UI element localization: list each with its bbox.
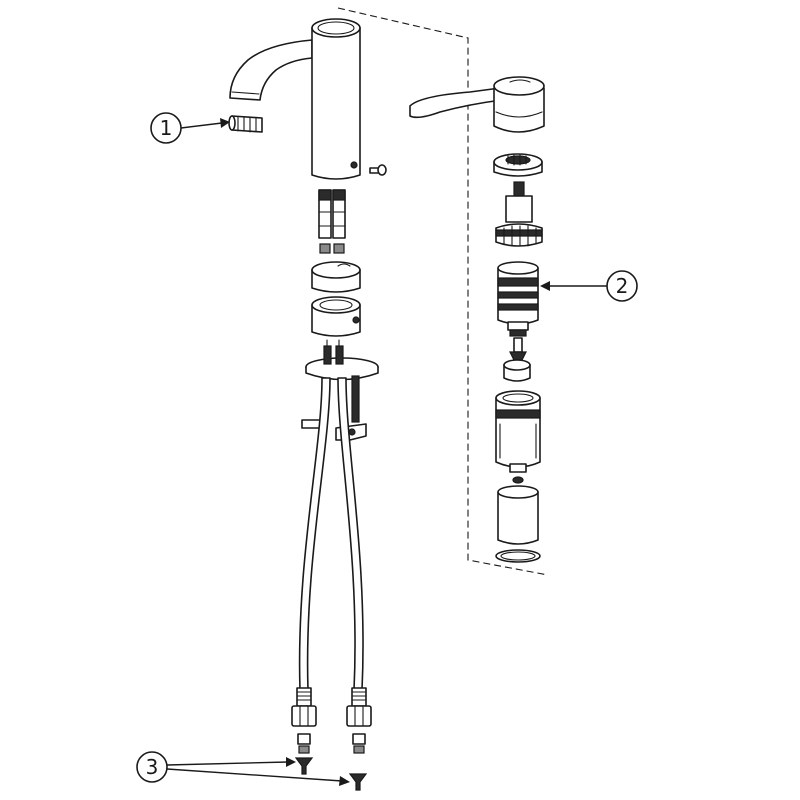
body-set-screw-hole xyxy=(350,161,358,169)
aerator xyxy=(228,115,263,133)
spout xyxy=(229,39,313,101)
sleeve-ring xyxy=(311,296,361,337)
faucet-body-assembly xyxy=(229,18,387,180)
callout-1-label: 1 xyxy=(160,116,173,140)
valve-housing xyxy=(495,390,541,484)
callout-3-label: 3 xyxy=(146,755,159,779)
callout-2: 2 xyxy=(540,270,638,302)
hose-fitting-left xyxy=(291,687,317,727)
set-screw xyxy=(369,164,387,176)
cap-disc xyxy=(311,261,361,293)
callout-1: 1 xyxy=(150,112,230,144)
assembly-guide-dashed-line xyxy=(337,7,549,576)
sleeve-cylinder xyxy=(497,485,539,545)
thermostatic-cartridge xyxy=(497,261,539,337)
hose-fitting-right xyxy=(346,687,372,727)
clamp-bracket xyxy=(301,419,367,441)
cover-nut xyxy=(493,153,543,177)
small-cap xyxy=(503,359,531,382)
cartridge-spindle xyxy=(495,181,543,247)
callout-2-label: 2 xyxy=(616,274,629,298)
o-ring xyxy=(495,549,541,563)
small-nuts xyxy=(319,243,345,254)
main-body-cylinder xyxy=(311,27,361,180)
connector-pair xyxy=(318,189,346,239)
callout-3: 3 xyxy=(136,751,350,786)
filter-valves xyxy=(294,757,368,791)
washer-inserts xyxy=(297,733,366,754)
small-spindle xyxy=(509,337,527,361)
lever-handle xyxy=(409,76,545,133)
mounting-plate xyxy=(305,339,379,423)
